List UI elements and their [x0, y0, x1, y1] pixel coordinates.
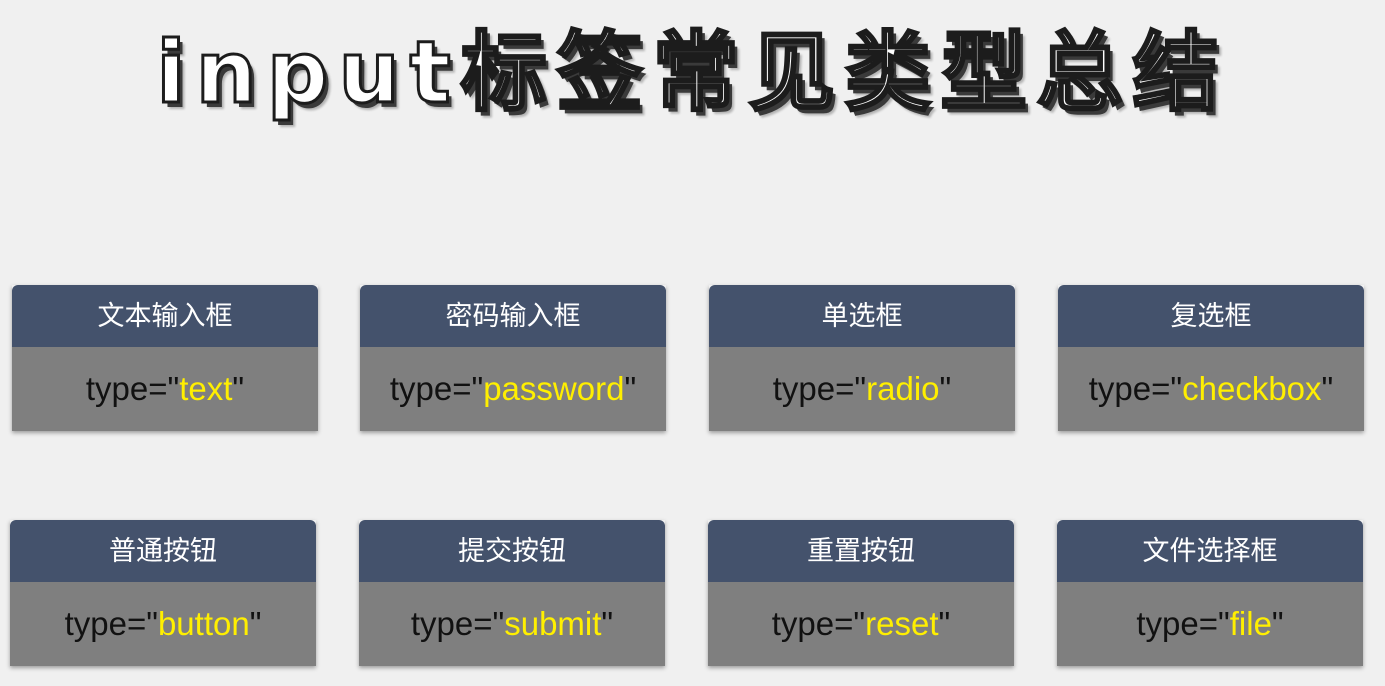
page-title: input标签常见类型总结: [155, 22, 1229, 125]
card-code: type="button": [10, 582, 316, 666]
card-label: 重置按钮: [708, 520, 1014, 582]
type-value: password: [483, 370, 625, 407]
type-prefix: type=": [772, 370, 867, 407]
type-suffix: ": [938, 605, 951, 642]
type-value: button: [157, 605, 250, 642]
card-password: 密码输入框 type="password": [360, 285, 666, 431]
card-label: 复选框: [1058, 285, 1364, 347]
type-suffix: ": [939, 370, 952, 407]
card-label: 密码输入框: [360, 285, 666, 347]
type-suffix: ": [624, 370, 637, 407]
card-submit: 提交按钮 type="submit": [359, 520, 665, 666]
card-code: type="file": [1057, 582, 1363, 666]
card-code: type="checkbox": [1058, 347, 1364, 431]
card-label: 文本输入框: [12, 285, 318, 347]
type-prefix: type=": [1088, 370, 1183, 407]
type-prefix: type=": [389, 370, 484, 407]
card-label: 普通按钮: [10, 520, 316, 582]
type-prefix: type=": [771, 605, 866, 642]
type-suffix: ": [601, 605, 614, 642]
type-suffix: ": [232, 370, 245, 407]
type-prefix: type=": [410, 605, 505, 642]
card-button: 普通按钮 type="button": [10, 520, 316, 666]
card-label: 单选框: [709, 285, 1015, 347]
type-suffix: ": [1271, 605, 1284, 642]
card-reset: 重置按钮 type="reset": [708, 520, 1014, 666]
type-value: reset: [865, 605, 939, 642]
type-prefix: type=": [1136, 605, 1230, 642]
card-label: 文件选择框: [1057, 520, 1363, 582]
type-suffix: ": [249, 605, 262, 642]
card-radio: 单选框 type="radio": [709, 285, 1015, 431]
card-checkbox: 复选框 type="checkbox": [1058, 285, 1364, 431]
card-code: type="reset": [708, 582, 1014, 666]
type-value: file: [1229, 605, 1272, 642]
card-code: type="radio": [709, 347, 1015, 431]
card-code: type="submit": [359, 582, 665, 666]
card-text: 文本输入框 type="text": [12, 285, 318, 431]
type-suffix: ": [1321, 370, 1334, 407]
type-value: text: [179, 370, 233, 407]
card-file: 文件选择框 type="file": [1057, 520, 1363, 666]
type-value: submit: [504, 605, 602, 642]
card-code: type="text": [12, 347, 318, 431]
type-value: radio: [866, 370, 940, 407]
type-value: checkbox: [1182, 370, 1322, 407]
card-label: 提交按钮: [359, 520, 665, 582]
type-prefix: type=": [85, 370, 180, 407]
card-code: type="password": [360, 347, 666, 431]
type-prefix: type=": [64, 605, 158, 642]
